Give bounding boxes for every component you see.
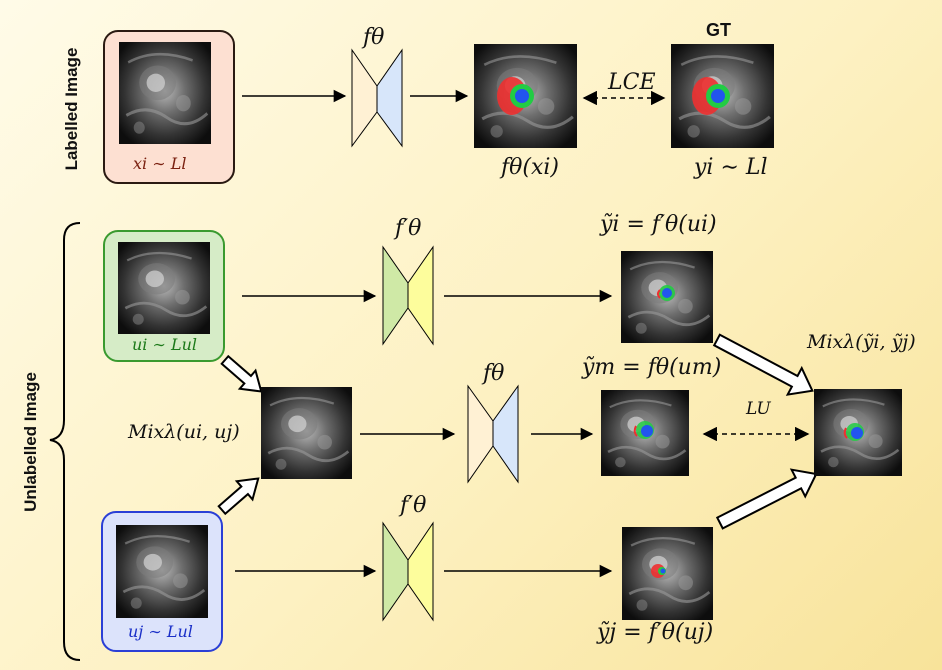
ym-tilde-label: ỹm = fθ(um) (582, 355, 722, 380)
network-f-theta-prime-lower (382, 521, 434, 622)
f-theta-prime-lower-label: f′θ (400, 493, 427, 518)
yi-tilde-label: ỹi = f′θ(ui) (600, 212, 717, 237)
f-theta-top-label: fθ (363, 25, 385, 50)
hollow-arrow-uj-to-mix (217, 477, 260, 516)
gt-label: GT (706, 20, 731, 40)
prediction-image (472, 42, 579, 150)
mixed-input-image (259, 385, 354, 481)
lce-label: LCE (608, 70, 656, 95)
mix-yi-yj-label: Mixλ(ỹi, ỹj) (807, 331, 916, 353)
mix-yi-yj-image (812, 387, 904, 478)
hollow-arrow-yi-to-mix (712, 333, 814, 396)
ui-caption: ui ∼ Lul (132, 335, 198, 354)
unlabelled-section-label: Unlabelled Image (21, 372, 40, 512)
hollow-arrow-ui-to-mix (220, 354, 263, 393)
ym-tilde-image (599, 388, 691, 478)
f-theta-mid-label: fθ (483, 361, 505, 386)
lu-label: LU (746, 399, 771, 419)
xi-caption: xi ∼ Ll (133, 154, 187, 173)
labelled-input-image (117, 40, 213, 146)
network-f-theta-mid (467, 384, 519, 484)
f-theta-prime-upper-label: f′θ (395, 216, 422, 241)
labelled-section-label: Labelled Image (62, 47, 81, 171)
hollow-arrow-yj-to-mix (715, 468, 818, 530)
ui-input-image (116, 240, 212, 336)
network-f-theta-top (351, 48, 403, 148)
unlabelled-brace (49, 222, 81, 661)
ground-truth-image (669, 42, 776, 150)
uj-caption: uj ∼ Lul (128, 622, 193, 641)
mix-ui-uj-label: Mixλ(ui, uj) (128, 421, 240, 443)
yi-caption: yi ∼ Ll (694, 155, 768, 180)
network-f-theta-prime-upper (382, 245, 434, 346)
yj-tilde-label: ỹj = f′θ(uj) (597, 620, 714, 645)
f-theta-xi-caption: fθ(xi) (501, 155, 559, 180)
yj-tilde-image (620, 525, 715, 622)
uj-input-image (114, 523, 210, 620)
yi-tilde-image (619, 249, 715, 345)
